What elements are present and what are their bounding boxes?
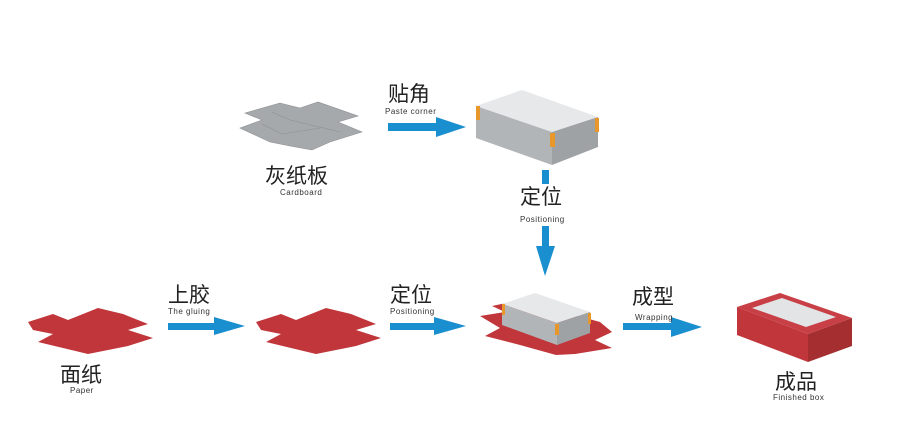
positioning-label-en: Positioning	[390, 307, 435, 316]
paste-corner-label-en: Paste corner	[385, 107, 436, 116]
arrow-right-icon	[623, 317, 702, 337]
cardboard-label-en: Cardboard	[280, 188, 322, 197]
finished-box	[737, 293, 852, 362]
wrapping-label-en: Wrapping	[635, 313, 673, 322]
positioning-label: 定位	[390, 283, 432, 307]
paste-corner-label: 贴角	[388, 82, 430, 106]
cardboard-flat	[239, 101, 363, 151]
gluing-label: 上胶	[168, 283, 210, 307]
arrow-down-icon	[536, 170, 555, 276]
positioning-vertical-label: 定位	[520, 185, 562, 209]
paper-label-en: Paper	[70, 386, 94, 395]
paper-flat	[28, 308, 153, 354]
gluing-label-en: The gluing	[168, 307, 210, 316]
wrapping-label: 成型	[632, 285, 674, 309]
finished-label: 成品	[775, 370, 817, 394]
glued-paper	[256, 308, 381, 354]
arrow-right-icon	[390, 317, 466, 335]
arrow-right-icon	[388, 117, 466, 137]
cardboard-label: 灰纸板	[265, 164, 328, 188]
box-on-paper	[480, 293, 612, 355]
arrow-right-icon	[168, 317, 245, 335]
positioning-vertical-label-en: Positioning	[520, 215, 565, 224]
finished-label-en: Finished box	[773, 393, 824, 402]
cardboard-box	[476, 90, 599, 165]
paper-label: 面纸	[60, 363, 102, 387]
